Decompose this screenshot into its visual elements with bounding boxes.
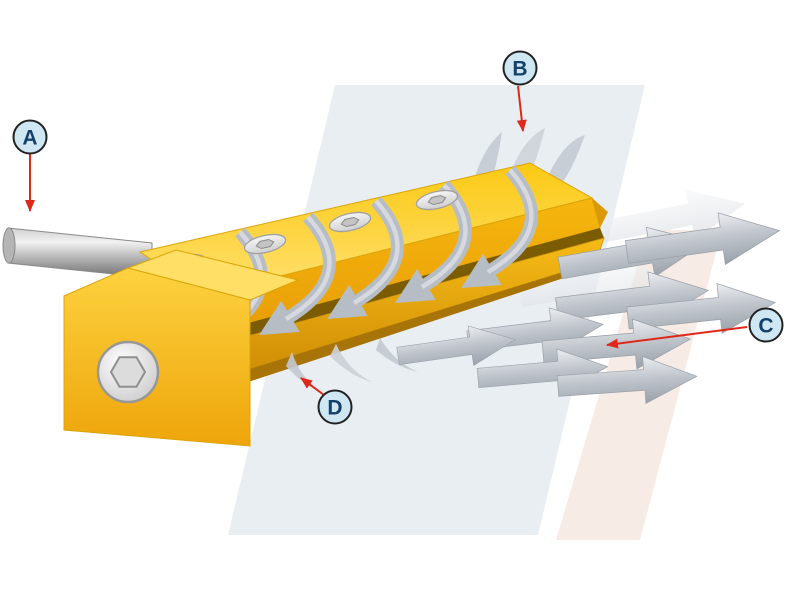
socket-screw bbox=[415, 189, 459, 211]
clamp-block-front-face bbox=[63, 267, 251, 447]
callout-c: C bbox=[606, 307, 784, 349]
callout-a-letter: A bbox=[22, 127, 37, 150]
socket-screw bbox=[243, 233, 287, 255]
callout-c-arrow bbox=[606, 326, 748, 349]
socket-screw bbox=[328, 211, 372, 233]
callout-c-letter: C bbox=[758, 315, 773, 338]
callout-d: D bbox=[300, 377, 353, 425]
body-right-tip bbox=[592, 198, 608, 228]
inlet-pipe bbox=[2, 227, 153, 279]
callout-b: B bbox=[502, 50, 538, 132]
hex-bolt bbox=[96, 340, 160, 404]
callout-b-letter: B bbox=[512, 58, 527, 81]
curl-arrow-highlight bbox=[486, 168, 534, 274]
lower-jaw-bottom bbox=[230, 262, 596, 386]
curl-arrow-highlight bbox=[352, 199, 400, 305]
callout-d-arrow bbox=[300, 377, 325, 396]
clamp-block bbox=[63, 249, 300, 447]
callout-a: A bbox=[12, 119, 48, 212]
airflow-spray-bottom bbox=[286, 338, 418, 392]
callout-a-circle bbox=[12, 119, 48, 155]
callout-d-circle bbox=[317, 389, 353, 425]
pipe-end-cap bbox=[2, 227, 16, 264]
callout-b-arrow bbox=[516, 85, 527, 132]
curl-arrow-highlight bbox=[284, 215, 332, 321]
callout-b-circle bbox=[502, 50, 538, 86]
callout-d-letter: D bbox=[327, 397, 342, 420]
callout-c-circle bbox=[748, 307, 784, 343]
